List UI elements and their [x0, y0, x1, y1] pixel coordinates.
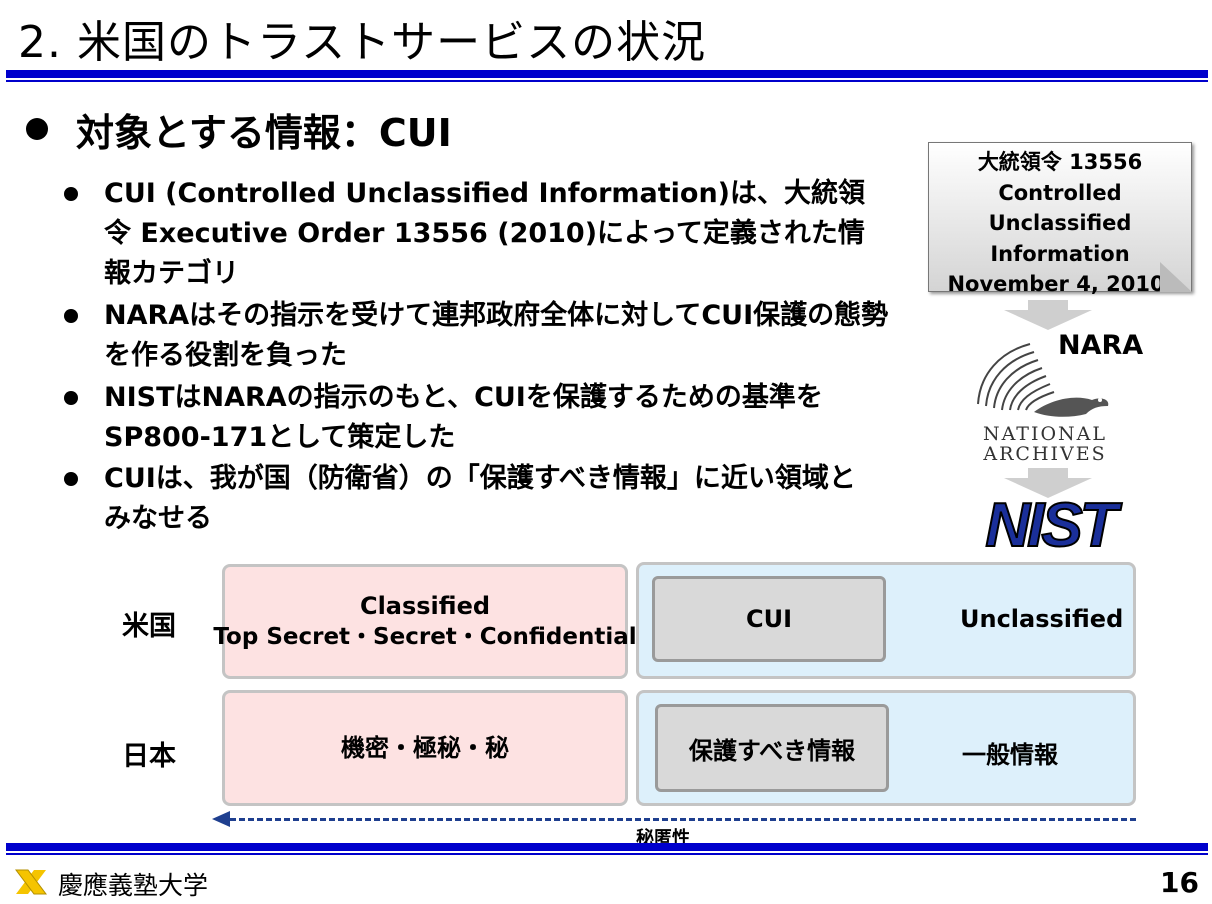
us-unclassified-label: Unclassified — [960, 605, 1124, 633]
bullet-2: NARAはその指示を受けて連邦政府全体に対してCUI保護の態勢を作る役割を負った — [104, 300, 889, 371]
jp-classified-box: 機密・極秘・秘 — [222, 690, 628, 806]
note-line-1: 大統領令 13556 — [977, 150, 1143, 174]
bullet-dot-4 — [64, 472, 78, 486]
university-name: 慶應義塾大学 — [58, 871, 209, 900]
bullet-4: CUIは、我が国（防衛省）の「保護すべき情報」に近い領域とみなせる — [104, 463, 856, 534]
title-rule — [6, 70, 1208, 78]
jp-protected-box: 保護すべき情報 — [655, 704, 889, 792]
slide-title: 2. 米国のトラストサービスの状況 — [18, 17, 707, 68]
footer-rule-thin — [6, 853, 1208, 855]
note-line-3: Unclassified — [988, 211, 1132, 235]
us-classified-levels: Top Secret・Secret・Confidential — [213, 623, 637, 650]
bullet-dot-2 — [64, 309, 78, 323]
page-number: 16 — [1160, 866, 1199, 899]
down-arrow-icon — [1004, 468, 1092, 498]
us-classified-box: Classified Top Secret・Secret・Confidentia… — [213, 564, 637, 679]
nara-wordmark-line2: ARCHIVES — [983, 443, 1107, 465]
heading-bullet — [26, 118, 48, 140]
us-cui-box: CUI — [652, 576, 886, 662]
footer-rule — [6, 843, 1208, 851]
note-line-4: Information — [990, 241, 1130, 266]
note-folded-corner — [1160, 262, 1192, 292]
arrow-left-icon — [212, 811, 230, 827]
bullet-3: NISTはNARAの指示のもと、CUIを保護するための基準をSP800-171と… — [104, 382, 823, 453]
bullet-dot-1 — [64, 187, 78, 201]
nara-label: NARA — [1058, 330, 1144, 361]
bullet-1: CUI (Controlled Unclassified Information… — [104, 178, 866, 289]
row-label-jp: 日本 — [122, 741, 176, 772]
secrecy-axis-line — [230, 818, 1136, 821]
nist-logo: NIST — [984, 494, 1126, 554]
nara-eagle-icon — [977, 343, 1109, 417]
heading: 対象とする情報：CUI — [76, 111, 452, 155]
executive-order-note: 大統領令 13556 Controlled Unclassified Infor… — [928, 142, 1192, 296]
row-label-us: 米国 — [122, 611, 176, 642]
down-arrow-icon — [1004, 300, 1092, 330]
note-line-2: Controlled — [998, 180, 1122, 205]
nist-logo-text: NIST — [985, 494, 1122, 554]
title-rule-thin — [6, 80, 1208, 82]
bullet-dot-3 — [64, 391, 78, 405]
jp-general-label: 一般情報 — [962, 741, 1058, 769]
keio-pen-logo-icon — [15, 869, 47, 895]
nara-wordmark-line1: NATIONAL — [982, 423, 1108, 445]
us-classified-title: Classified — [359, 591, 491, 620]
note-line-5: November 4, 2010. — [947, 272, 1173, 296]
national-archives-wordmark: NATIONAL ARCHIVES — [975, 424, 1115, 464]
